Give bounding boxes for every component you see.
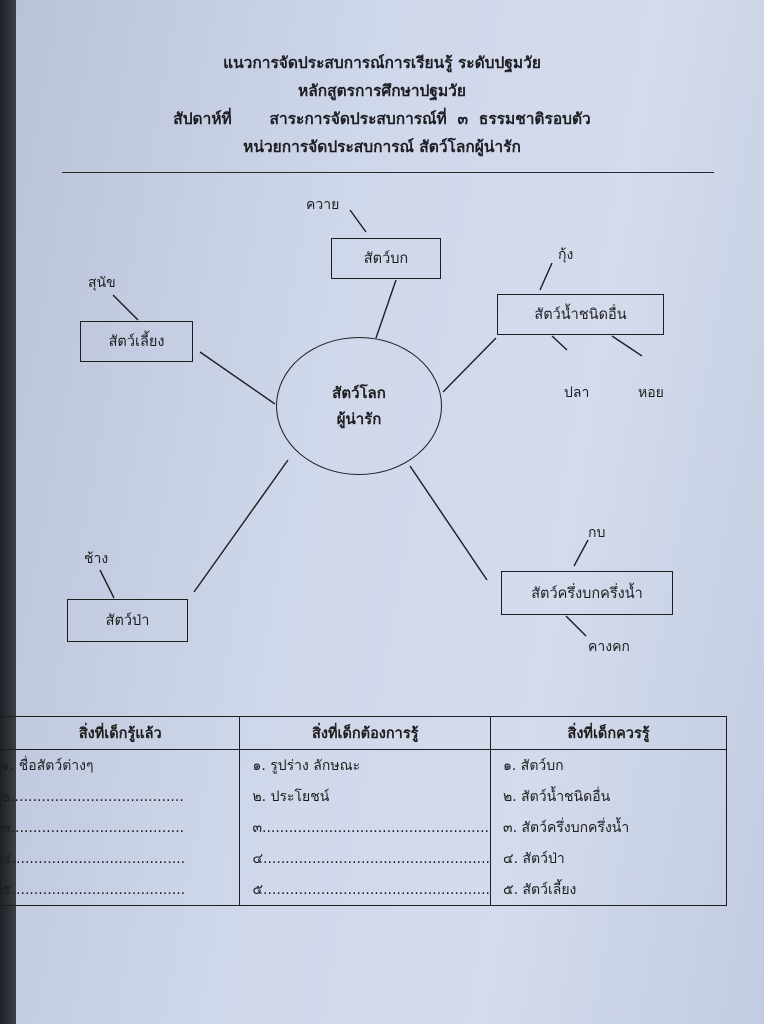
link-amphibian-top (573, 539, 589, 567)
header-line-4: หน่วยการจัดประสบการณ์ สัตว์โลกผู้น่ารัก (243, 138, 521, 156)
link-land-example (349, 209, 367, 233)
should-item-5: ๕. สัตว์เลี้ยง (490, 874, 727, 906)
link-aquatic-left (551, 335, 568, 351)
header-want-to-know: สิ่งที่เด็กต้องการรู้ (239, 716, 491, 750)
center-topic-line-2: ผู้น่ารัก (336, 410, 382, 428)
link-center-pets (199, 351, 276, 405)
label-elephant: ช้าง (84, 551, 109, 567)
want-item-5: ๕.......................................… (239, 874, 491, 906)
link-center-wild (193, 459, 289, 593)
box-amphibians: สัตว์ครึ่งบกครึ่งน้ำ (501, 571, 673, 615)
link-center-land (375, 279, 397, 339)
link-aquatic-right (611, 335, 643, 357)
link-wild-example (99, 569, 115, 599)
table-row: ๑. ชื่อสัตว์ต่างๆ ๑. รูปร่าง ลักษณะ ๑. ส… (0, 749, 727, 781)
box-other-aquatic: สัตว์น้ำชนิดอื่น (497, 294, 664, 335)
table-row: ๔.......................................… (0, 843, 727, 874)
table-row: ๓.......................................… (0, 812, 727, 843)
should-item-3: ๓. สัตว์ครึ่งบกครึ่งน้ำ (490, 812, 727, 843)
kwl-header-row: สิ่งที่เด็กรู้แล้ว สิ่งที่เด็กต้องการรู้… (0, 716, 727, 750)
label-toad: คางคก (588, 639, 630, 655)
header-divider (62, 172, 714, 173)
header-line-1: แนวการจัดประสบการณ์การเรียนรู้ ระดับปฐมว… (223, 54, 541, 72)
table-row: ๕.......................................… (0, 874, 727, 906)
link-aquatic-top (539, 262, 553, 291)
label-buffalo: ควาย (306, 197, 340, 213)
header-known: สิ่งที่เด็กรู้แล้ว (0, 716, 241, 750)
known-item-3: ๓....................................... (0, 812, 241, 843)
should-item-1: ๑. สัตว์บก (490, 749, 727, 781)
header-should-know: สิ่งที่เด็กควรรู้ (490, 716, 727, 750)
kwl-table: สิ่งที่เด็กรู้แล้ว สิ่งที่เด็กต้องการรู้… (0, 716, 727, 906)
center-topic-line-1: สัตว์โลก (332, 384, 386, 402)
should-item-2: ๒. สัตว์น้ำชนิดอื่น (490, 781, 727, 812)
box-wild-animals: สัตว์ป่า (67, 599, 188, 642)
label-frog: กบ (588, 525, 606, 541)
center-topic-ellipse: สัตว์โลก ผู้น่ารัก (276, 337, 442, 475)
should-item-4: ๔. สัตว์ป่า (490, 843, 727, 874)
known-item-4: ๔....................................... (0, 843, 241, 874)
box-pets: สัตว์เลี้ยง (80, 321, 193, 362)
known-item-5: ๕....................................... (0, 874, 241, 906)
header-line-2: หลักสูตรการศึกษาปฐมวัย (298, 82, 466, 100)
link-pets-example (112, 294, 139, 321)
want-item-3: ๓.......................................… (239, 812, 491, 843)
want-item-1: ๑. รูปร่าง ลักษณะ (239, 749, 491, 781)
label-fish: ปลา (564, 385, 590, 401)
header-line-3: สัปดาห์ที่ สาระการจัดประสบการณ์ที่ ๓ ธรร… (173, 110, 591, 128)
want-item-2: ๒. ประโยชน์ (239, 781, 491, 812)
box-land-animals: สัตว์บก (331, 238, 441, 279)
table-row: ๒.......................................… (0, 781, 727, 812)
link-center-amphibian (409, 465, 488, 581)
known-item-2: ๒....................................... (0, 781, 241, 812)
want-item-4: ๔.......................................… (239, 843, 491, 874)
link-center-aquatic (442, 337, 497, 393)
label-dog: สุนัข (88, 275, 116, 291)
link-amphibian-bottom (565, 615, 587, 637)
label-shellfish: หอย (638, 385, 664, 401)
known-item-1: ๑. ชื่อสัตว์ต่างๆ (0, 749, 241, 781)
label-shrimp: กุ้ง (558, 247, 574, 263)
